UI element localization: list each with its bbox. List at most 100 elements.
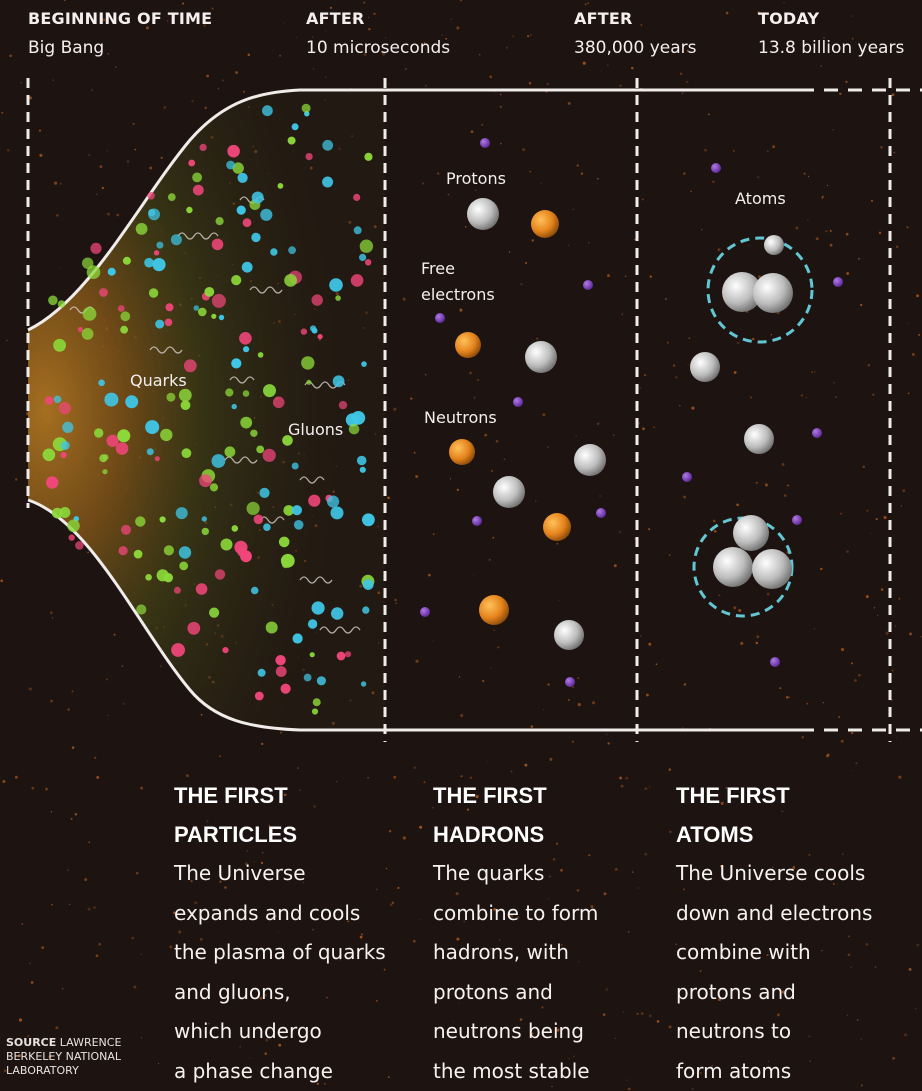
quark-green [209,607,220,618]
star-speck [385,37,387,39]
star-speck [561,944,563,946]
quark-pink [242,218,252,228]
star-speck [277,931,279,933]
quark-pink [211,293,226,308]
star-speck [820,65,822,67]
star-speck [772,145,776,149]
star-speck [359,935,363,939]
quark-green [122,256,131,265]
star-speck [240,792,242,794]
star-speck [18,1018,23,1022]
star-speck [822,701,825,704]
quark-cyan [257,668,266,677]
star-speck [60,183,62,185]
star-speck [389,903,393,907]
star-speck [691,1087,694,1090]
star-speck [158,1063,160,1065]
quark-green [278,536,290,548]
source-text-line-3: LABORATORY [6,1064,79,1077]
quark-cyan [104,392,119,407]
star-speck [363,1,366,4]
quark-cyan [263,523,271,531]
star-speck [50,811,53,813]
star-speck [839,512,843,515]
star-speck [428,573,431,577]
star-speck [891,669,894,672]
star-speck [126,160,130,163]
star-speck [568,1058,570,1060]
star-speck [94,756,97,759]
star-speck [588,854,591,857]
star-speck [786,484,789,487]
star-speck [187,910,189,913]
star-speck [649,275,653,278]
star-speck [873,607,876,609]
quark-green [53,338,66,352]
quark-pink [227,144,240,158]
star-speck [463,920,465,923]
star-speck [838,716,840,718]
star-speck [323,1082,326,1085]
star-speck [14,775,18,779]
star-speck [713,529,717,533]
star-speck [219,755,221,758]
star-speck [870,199,874,202]
star-speck [675,376,678,379]
star-speck [498,939,501,941]
star-speck [781,990,786,994]
star-speck [575,434,577,437]
star-speck [766,954,769,957]
quark-green [180,400,191,411]
star-speck [580,172,583,175]
quark-green [133,549,143,559]
star-speck [648,1014,652,1018]
quark-pink [154,456,160,462]
quark-green [309,652,315,658]
neutron [531,210,559,238]
star-speck [206,74,210,78]
star-speck [68,903,71,906]
star-speck [239,1046,241,1048]
star-speck [666,341,669,344]
star-speck [906,226,909,229]
star-speck [531,239,534,242]
quark-green [256,445,265,454]
star-speck [683,172,686,175]
quark-green [48,295,58,306]
star-speck [725,11,729,15]
star-speck [736,341,740,345]
star-speck [556,842,559,845]
star-speck [475,189,477,191]
star-speck [122,703,125,705]
star-speck [898,775,902,779]
star-speck [591,701,596,705]
star-speck [524,261,528,265]
star-speck [455,892,459,896]
quark-cyan [107,267,116,276]
star-speck [376,999,378,1002]
star-speck [423,781,426,784]
atom-era-particles [682,163,843,667]
star-speck [520,283,523,286]
star-speck [393,775,397,779]
star-speck [634,238,636,241]
star-speck [67,869,69,871]
star-speck [801,736,805,739]
star-speck [107,714,109,717]
star-speck [683,495,687,499]
star-speck [798,20,800,22]
star-speck [217,87,220,90]
star-speck [607,742,610,745]
star-speck [587,2,589,4]
column-title-line-1: THE FIRST [433,783,547,808]
quark-cyan [260,208,273,221]
quark-green [181,448,192,459]
star-speck [482,679,485,683]
star-speck [613,434,615,436]
column-first-particles: THE FIRST PARTICLES The Universe expands… [174,776,414,1091]
star-speck [746,311,749,313]
star-speck [851,15,853,17]
star-speck [679,72,683,75]
star-speck [542,413,546,417]
star-speck [908,967,912,971]
